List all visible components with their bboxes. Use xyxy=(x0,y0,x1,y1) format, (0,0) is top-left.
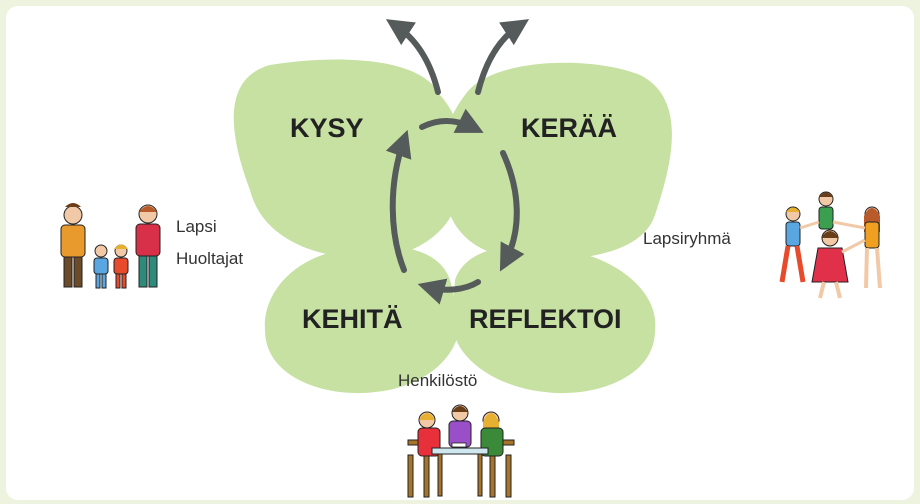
staff-label: Henkilöstö xyxy=(398,371,478,390)
child-group-illustration xyxy=(779,191,882,299)
family-illustration xyxy=(60,203,161,289)
step-reflektoi-label: REFLEKTOI xyxy=(469,304,622,334)
arrow-keraa-to-reflektoi xyxy=(499,150,525,272)
petal-reflektoi xyxy=(452,246,656,394)
group-label: Lapsiryhmä xyxy=(643,229,731,248)
outward-arrow-right xyxy=(475,19,530,95)
arrow-kysy-to-keraa xyxy=(419,108,484,133)
outward-arrow-left xyxy=(385,19,441,95)
family-label-lapsi: Lapsi xyxy=(176,217,217,236)
arrow-kehita-to-kysy xyxy=(385,129,412,273)
step-keraa-label: KERÄÄ xyxy=(521,113,618,143)
petal-keraa xyxy=(441,62,672,260)
arrow-reflektoi-to-kehita xyxy=(417,278,481,305)
family-label-huoltajat: Huoltajat xyxy=(176,249,244,268)
petal-kehita xyxy=(264,246,460,394)
petal-kysy xyxy=(233,59,463,259)
step-kysy-label: KYSY xyxy=(290,113,364,143)
step-kehita-label: KEHITÄ xyxy=(302,304,403,334)
staff-table-illustration xyxy=(407,404,515,498)
